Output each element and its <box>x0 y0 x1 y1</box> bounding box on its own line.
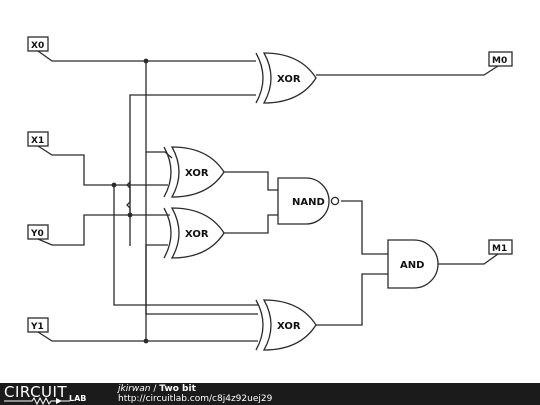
and-gate[interactable]: AND <box>387 239 439 289</box>
gate-label: XOR <box>185 229 209 240</box>
port-label: Y0 <box>30 229 44 239</box>
junction-dot <box>111 182 117 188</box>
wire-m1 <box>438 253 499 265</box>
port-label: X0 <box>31 41 44 51</box>
wire-xor-lower-out <box>224 214 278 234</box>
input-port-y0[interactable]: Y0 <box>27 224 49 240</box>
footer-credit: jkirwan / Two bit <box>118 384 196 394</box>
wire-y1 <box>37 331 258 342</box>
wire-x0-branch <box>145 61 173 159</box>
junction-dot <box>143 58 149 64</box>
input-port-y1[interactable]: Y1 <box>27 317 49 333</box>
resistor-icon <box>4 397 70 405</box>
gate-label: XOR <box>277 74 301 85</box>
gate-label: NAND <box>292 197 325 208</box>
wire-nand-out <box>341 200 388 255</box>
footer-bar: CIRCUIT LAB jkirwan / Two bit http://cir… <box>0 383 540 405</box>
xor-gate-mid-lower[interactable]: XOR <box>163 207 225 259</box>
author-link[interactable]: jkirwan <box>118 384 151 394</box>
xor-gate-bottom[interactable]: XOR <box>255 299 317 351</box>
wire-y0 <box>37 214 170 246</box>
gate-label: XOR <box>277 321 301 332</box>
xor-gate-top[interactable]: XOR <box>255 52 317 104</box>
wire-y1-branch <box>145 244 168 341</box>
port-label: X1 <box>31 136 44 146</box>
credit-separator: / <box>150 384 160 394</box>
wire-xor-bottom-out <box>316 273 388 326</box>
logo-lab-text: LAB <box>69 394 87 403</box>
xor-gate-mid-upper[interactable]: XOR <box>163 146 225 198</box>
circuit-url-link[interactable]: http://circuitlab.com/c8j4z92uej29 <box>118 394 273 404</box>
wire-x0 <box>37 50 256 62</box>
port-label: M1 <box>492 244 507 254</box>
schematic-canvas: XOR XOR XOR XOR NAND AND X0 X1 Y0 <box>27 36 513 351</box>
junction-dot <box>127 212 133 218</box>
logo-wordmark: CIRCUIT <box>4 383 68 401</box>
input-port-x0[interactable]: X0 <box>27 36 49 52</box>
wire-x1-branch <box>113 185 258 306</box>
nand-gate[interactable]: NAND <box>277 177 340 225</box>
gate-label: AND <box>400 260 424 271</box>
output-port-m0[interactable]: M0 <box>488 51 513 67</box>
port-label: M0 <box>492 56 507 66</box>
circuitlab-logo[interactable]: CIRCUIT LAB <box>2 383 102 405</box>
wire-m0 <box>316 65 499 76</box>
output-port-m1[interactable]: M1 <box>488 239 513 255</box>
wire-xor-upper-out <box>224 171 278 191</box>
schematic-diagram: XOR XOR XOR XOR NAND AND X0 X1 Y0 <box>27 36 513 351</box>
junction-dot <box>143 338 149 344</box>
wire-y0-branch <box>126 180 131 215</box>
gate-label: XOR <box>185 168 209 179</box>
circuit-title: Two bit <box>159 384 196 394</box>
port-label: Y1 <box>30 322 44 332</box>
input-port-x1[interactable]: X1 <box>27 131 49 147</box>
